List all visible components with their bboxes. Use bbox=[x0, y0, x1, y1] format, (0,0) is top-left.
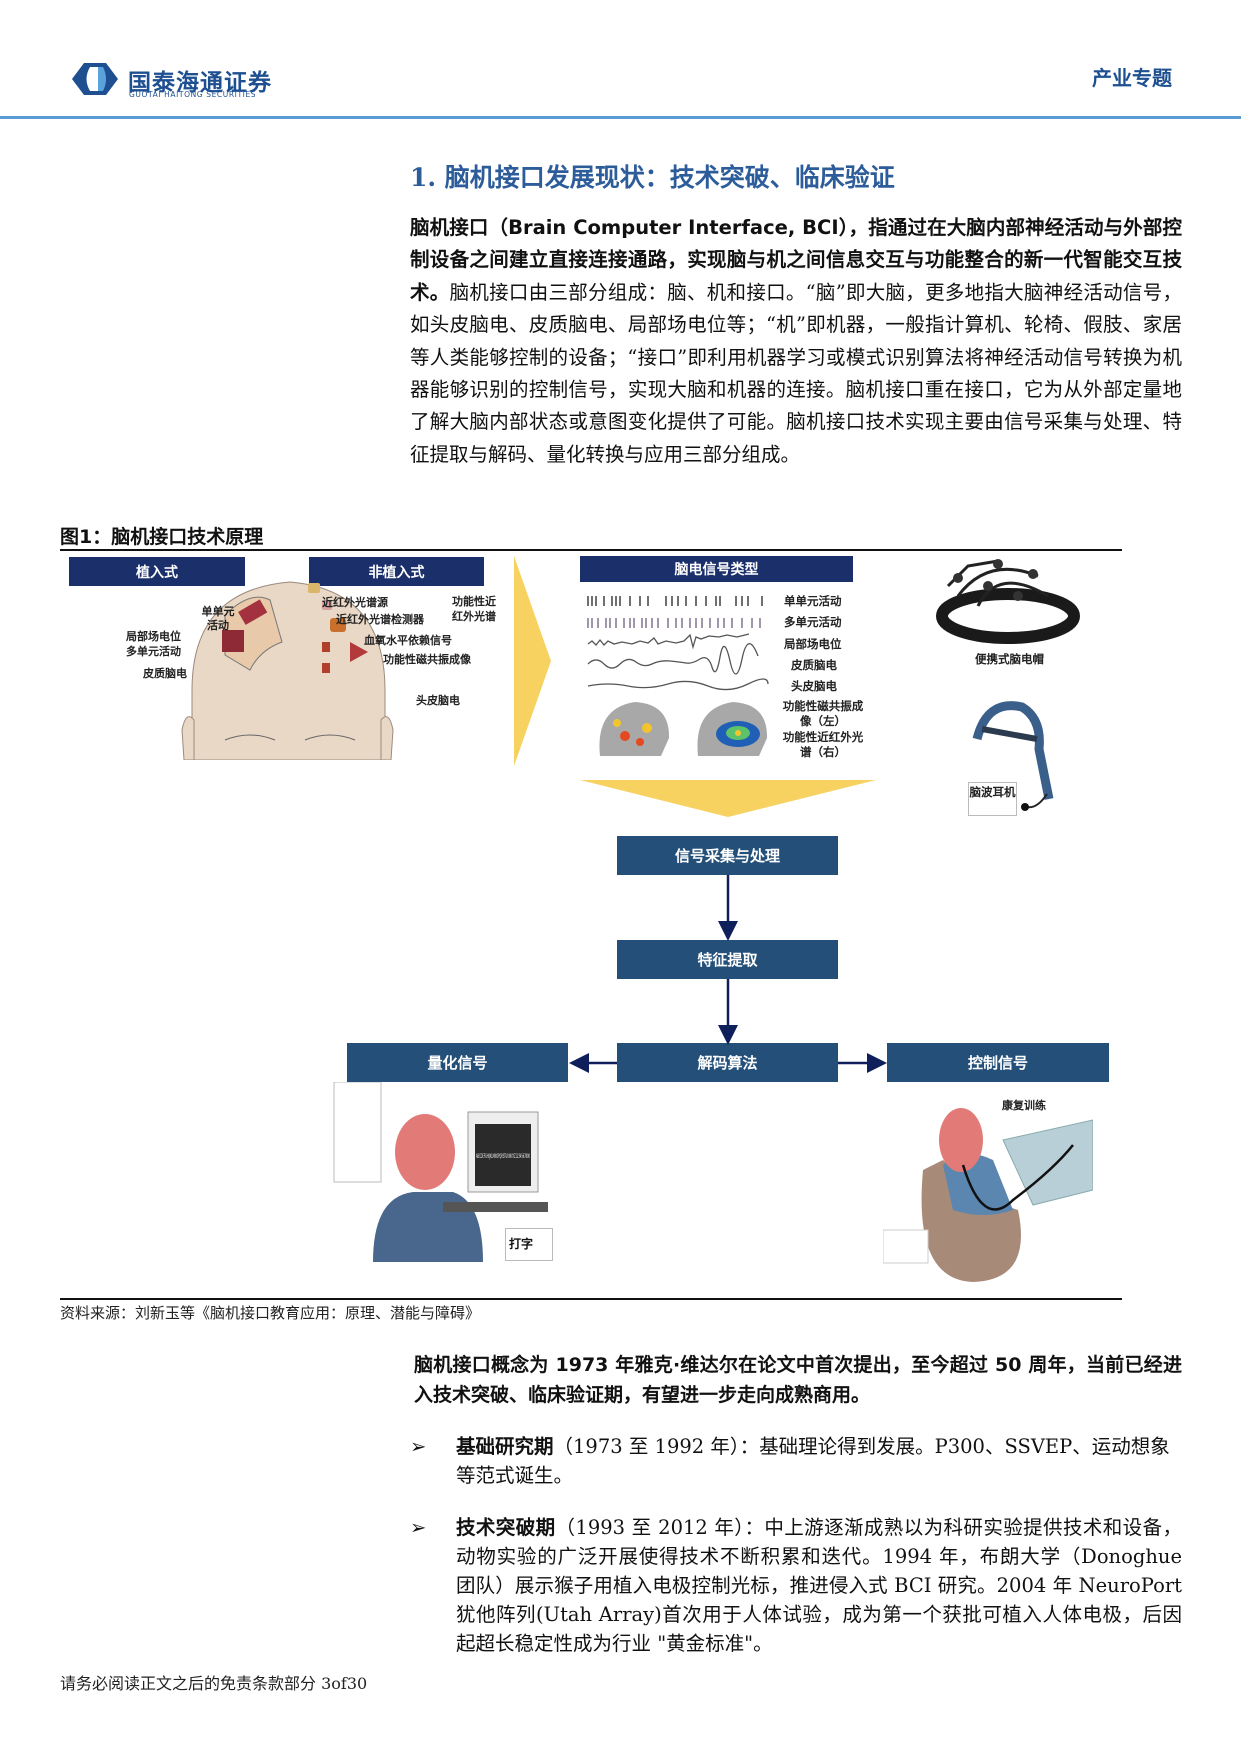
header: 国泰海通证券 GUOTAI HAITONG SECURITIES 产业专题 bbox=[0, 0, 1241, 118]
signal-label-1: 单单元活动 bbox=[784, 594, 842, 608]
flow-acquire: 信号采集与处理 bbox=[617, 836, 838, 875]
section-title: 1. 脑机接口发展现状：技术突破、临床验证 bbox=[410, 163, 895, 192]
signal-label-5: 头皮脑电 bbox=[791, 679, 837, 693]
bullet-text: （1993 至 2012 年）：中上游逐渐成熟以为科研实验提供技术和设备，动物实… bbox=[456, 1516, 1182, 1655]
figure-top-rule bbox=[60, 549, 1122, 551]
figure-source: 资料来源：刘新玉等《脑机接口教育应用：原理、潜能与障碍》 bbox=[60, 1304, 481, 1322]
bullet-body: 技术突破期（1993 至 2012 年）：中上游逐渐成熟以为科研实验提供技术和设… bbox=[456, 1513, 1182, 1658]
signal-label-3: 局部场电位 bbox=[784, 637, 842, 651]
label-fnirs: 功能性近红外光谱 bbox=[452, 595, 496, 623]
bullet-arrow-icon: ➢ bbox=[410, 1435, 427, 1458]
rehab-label: 康复训练 bbox=[1002, 1099, 1046, 1112]
bullet-head: 基础研究期 bbox=[456, 1435, 554, 1458]
summary-paragraph: 脑机接口概念为 1973 年雅克·维达尔在论文中首次提出，至今超过 50 周年，… bbox=[414, 1354, 1182, 1406]
bullet-arrow-icon: ➢ bbox=[410, 1516, 427, 1539]
non-implanted-header: 非植入式 bbox=[309, 557, 484, 586]
head-illustration bbox=[181, 581, 394, 760]
label-nirs-detector: 近红外光谱检测器 bbox=[336, 613, 424, 626]
signal-traces bbox=[587, 596, 769, 691]
label-single-unit: 单单元活动 bbox=[201, 605, 235, 632]
label-multi-unit: 多单元活动 bbox=[126, 645, 181, 658]
label-eeg: 头皮脑电 bbox=[416, 694, 460, 707]
bullet-body: 基础研究期（1973 至 1992 年）：基础理论得到发展。P300、SSVEP… bbox=[456, 1432, 1182, 1490]
flow-decode: 解码算法 bbox=[617, 1043, 838, 1082]
speller-grid: ABCDEFGHIJKLMNOPQRSTUVWXYZ1234567890 bbox=[476, 1153, 530, 1160]
right-arrow-icon bbox=[514, 556, 551, 766]
figure-title: 图1：脑机接口技术原理 bbox=[60, 526, 264, 548]
footer-disclaimer: 请务必阅读正文之后的免责条款部分 3of30 bbox=[60, 1674, 368, 1693]
intro-bold: 脑机接口（Brain Computer Interface, BCI），指通过在… bbox=[410, 216, 1182, 304]
fnirs-brain-image bbox=[697, 702, 768, 756]
figure-bottom-rule bbox=[60, 1298, 1122, 1300]
eeg-cap-image bbox=[936, 559, 1080, 644]
header-rule bbox=[0, 116, 1241, 119]
logo-subtext: GUOTAI HAITONG SECURITIES bbox=[129, 90, 257, 99]
signal-label-4: 皮质脑电 bbox=[791, 658, 837, 672]
label-bold: 血氧水平依赖信号 bbox=[364, 634, 452, 647]
label-fmri: 功能性磁共振成像 bbox=[383, 653, 471, 666]
logo-icon bbox=[72, 63, 118, 95]
label-ecog: 皮质脑电 bbox=[143, 667, 187, 680]
logo-text: 国泰海通证券 bbox=[128, 70, 272, 96]
fmri-brain-image bbox=[599, 702, 670, 756]
rehab-illustration bbox=[883, 1108, 1093, 1282]
eeg-headset-image bbox=[972, 701, 1054, 811]
typing-label-text: 打字 bbox=[509, 1237, 534, 1251]
flow-quantize: 量化信号 bbox=[347, 1043, 568, 1082]
eeg-headset-label: 脑波耳机 bbox=[968, 782, 1017, 816]
label-nirs-source: 近红外光谱源 bbox=[322, 596, 388, 609]
bullet-tech-breakthrough: ➢ 技术突破期（1993 至 2012 年）：中上游逐渐成熟以为科研实验提供技术… bbox=[410, 1513, 1182, 1658]
intro-paragraph: 脑机接口（Brain Computer Interface, BCI），指通过在… bbox=[410, 212, 1182, 471]
bullet-text: （1973 至 1992 年）：基础理论得到发展。P300、SSVEP、运动想象… bbox=[456, 1435, 1170, 1487]
flow-control: 控制信号 bbox=[887, 1043, 1109, 1082]
flow-arrows bbox=[569, 875, 887, 1073]
bullet-basic-research: ➢ 基础研究期（1973 至 1992 年）：基础理论得到发展。P300、SSV… bbox=[410, 1432, 1182, 1490]
eeg-cap-label: 便携式脑电帽 bbox=[975, 652, 1044, 666]
imaging-label-right: 功能性近红外光谱（右） bbox=[782, 730, 864, 759]
typing-illustration: ABCDEFGHIJKLMNOPQRSTUVWXYZ1234567890 bbox=[333, 1082, 548, 1262]
label-lfp: 局部场电位 bbox=[126, 630, 181, 643]
implanted-header: 植入式 bbox=[69, 557, 245, 586]
flow-feature: 特征提取 bbox=[617, 940, 838, 979]
signal-types-header: 脑电信号类型 bbox=[580, 556, 853, 582]
down-arrow-icon bbox=[580, 780, 876, 817]
report-category: 产业专题 bbox=[1092, 66, 1172, 90]
signal-label-2: 多单元活动 bbox=[784, 615, 842, 629]
intro-text: 脑机接口由三部分组成：脑、机和接口。“脑”即大脑，更多地指大脑神经活动信号，如头… bbox=[410, 280, 1182, 466]
typing-label: 打字 bbox=[505, 1228, 553, 1261]
imaging-label-left: 功能性磁共振成像（左） bbox=[782, 699, 864, 728]
bullet-head: 技术突破期 bbox=[456, 1516, 556, 1539]
